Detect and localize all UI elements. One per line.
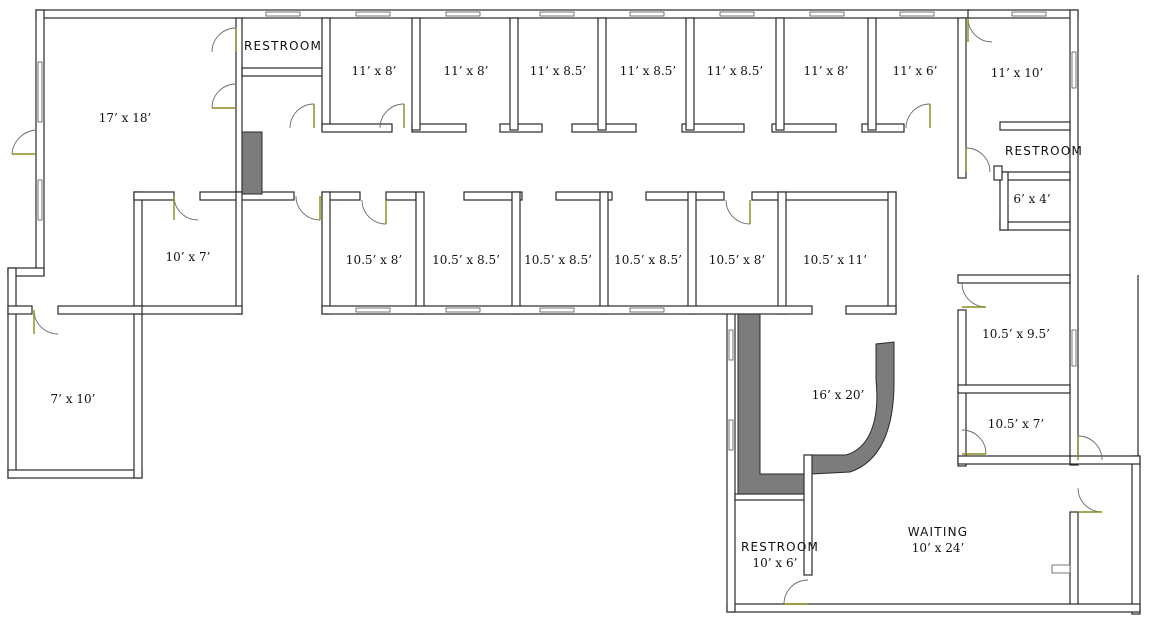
exam-s4-size: 10.5’ x 8.5’ bbox=[614, 253, 682, 267]
room-w-size: 10’ x 7’ bbox=[165, 250, 211, 264]
restroom-ne-name: RESTROOM bbox=[1004, 144, 1084, 158]
restroom-s-name: RESTROOM bbox=[740, 540, 820, 554]
office-ne-size: 11’ x 10’ bbox=[990, 66, 1044, 80]
doors bbox=[11, 17, 1103, 605]
windows bbox=[37, 11, 1077, 574]
room-sw-size: 7’ x 10’ bbox=[50, 392, 96, 406]
restroom-s-size: 10’ x 6’ bbox=[752, 556, 798, 570]
exam-n2-size: 11’ x 8’ bbox=[443, 64, 489, 78]
exam-n7-size: 11’ x 6’ bbox=[892, 64, 938, 78]
exam-s5-size: 10.5’ x 8’ bbox=[708, 253, 766, 267]
room-e1-size: 10.5’ x 9.5’ bbox=[982, 327, 1050, 341]
exam-n6-size: 11’ x 8’ bbox=[803, 64, 849, 78]
counters bbox=[241, 131, 895, 495]
reception-size: 16’ x 20’ bbox=[811, 388, 865, 402]
exam-s3-size: 10.5’ x 8.5’ bbox=[524, 253, 592, 267]
exam-n4-size: 11’ x 8.5’ bbox=[619, 64, 677, 78]
exam-s6-size: 10.5’ x 11’ bbox=[802, 253, 868, 267]
exam-n3-size: 11’ x 8.5’ bbox=[529, 64, 587, 78]
office-nw-size: 17’ x 18’ bbox=[98, 111, 152, 125]
room-e2-size: 10.5’ x 7’ bbox=[987, 417, 1045, 431]
restroom-nw-name: RESTROOM bbox=[243, 39, 323, 53]
waiting-name: WAITING bbox=[907, 525, 969, 539]
exam-s1-size: 10.5’ x 8’ bbox=[345, 253, 403, 267]
restroom-ne-size: 6’ x 4’ bbox=[1013, 192, 1051, 206]
exam-n5-size: 11’ x 8.5’ bbox=[706, 64, 764, 78]
waiting-size: 10’ x 24’ bbox=[911, 541, 965, 555]
exam-s2-size: 10.5’ x 8.5’ bbox=[432, 253, 500, 267]
exam-n1-size: 11’ x 8’ bbox=[351, 64, 397, 78]
walls bbox=[7, 9, 1141, 615]
